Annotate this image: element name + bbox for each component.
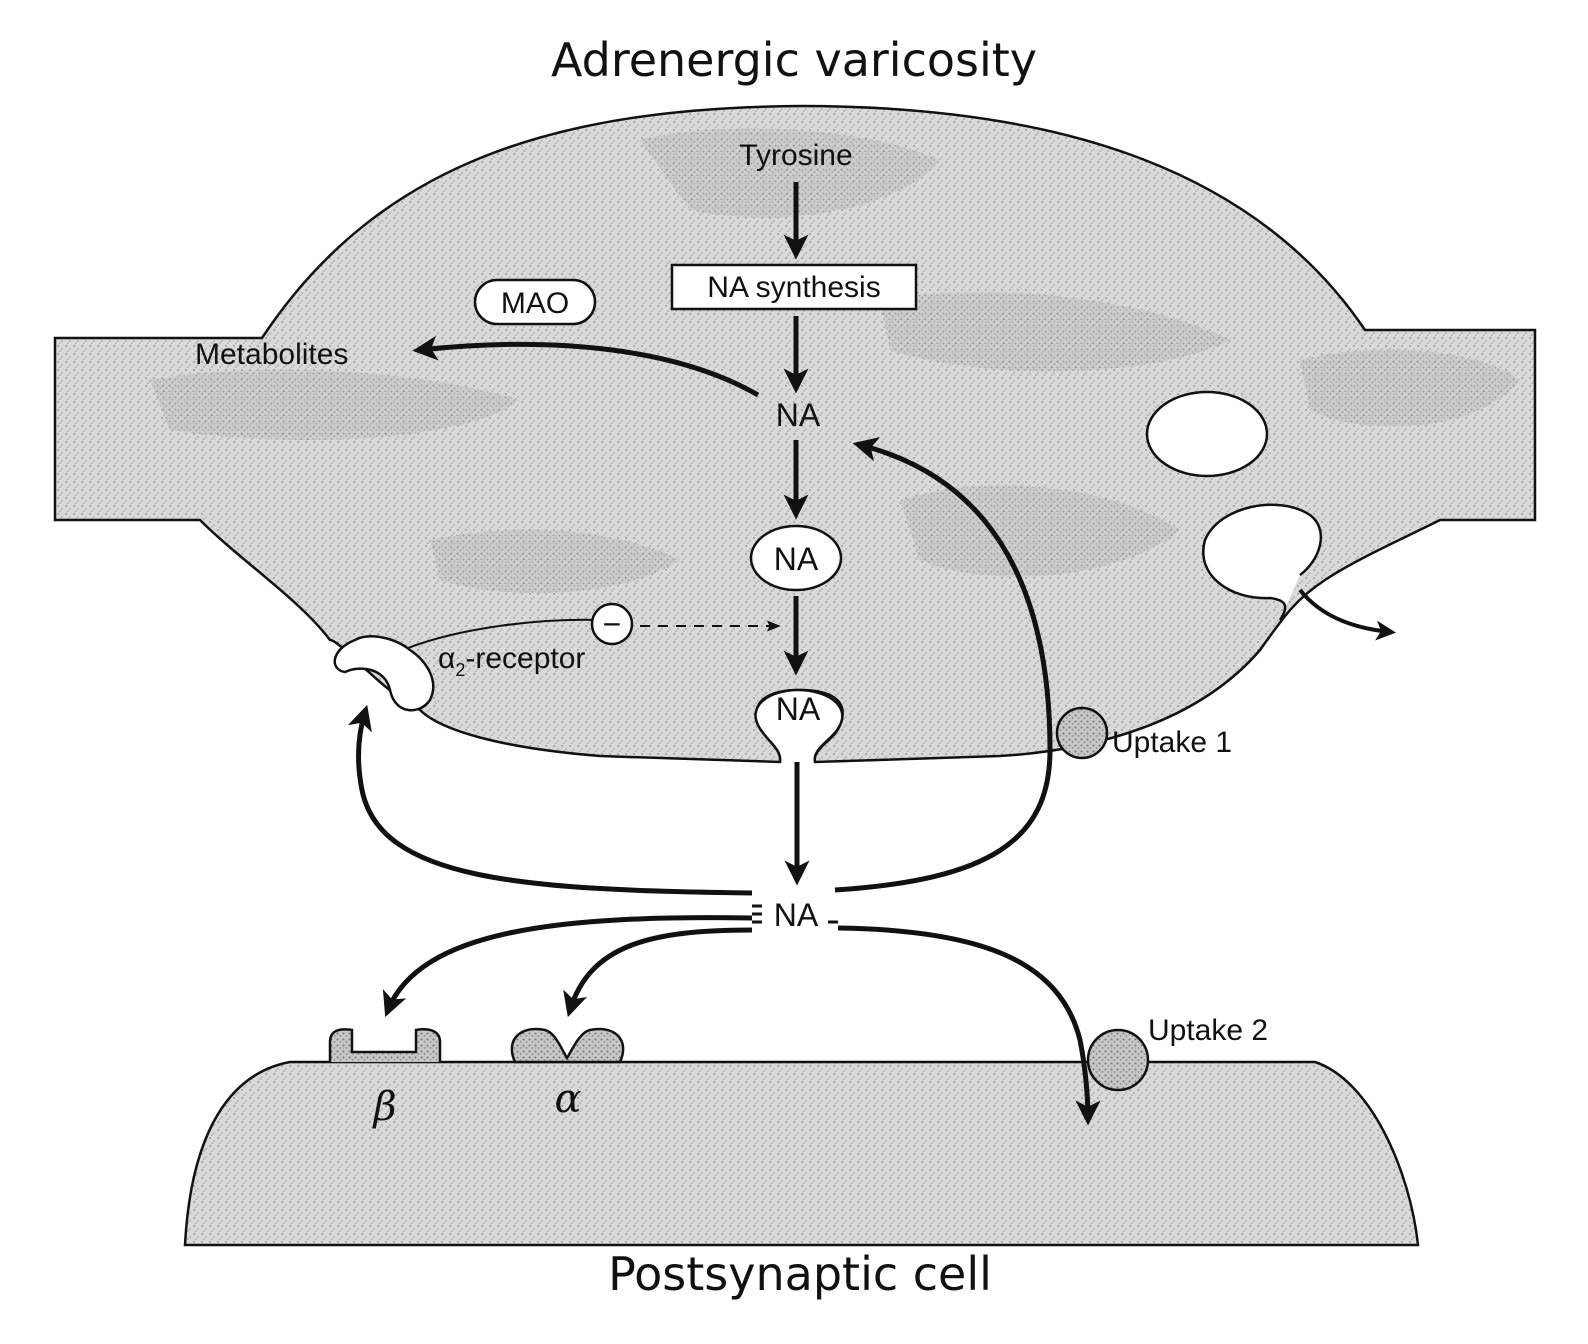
exocytosis-vesicle [1202, 503, 1323, 621]
empty-vesicle [1145, 390, 1269, 478]
metabolites-label: Metabolites [195, 338, 348, 371]
arrow-exocytosis [1298, 588, 1396, 641]
beta-label: β [371, 1084, 396, 1130]
alpha2-suffix: -receptor [465, 642, 585, 675]
arrow-uptake1-to-na [834, 437, 1053, 893]
uptake1-label: Uptake 1 [1112, 726, 1232, 759]
arrow-na-to-metabolites [412, 335, 760, 398]
postsynaptic-membrane [183, 1060, 1420, 1247]
cytoplasm-texture [150, 128, 1520, 594]
postsynaptic-title: Postsynaptic cell [608, 1247, 992, 1301]
alpha2-receptor-shape [333, 635, 435, 712]
na-cytoplasm-label: NA [776, 397, 821, 433]
na-vesicle-1-label: NA [774, 541, 819, 577]
na-synthesis-box [670, 263, 918, 311]
alpha-label: α [554, 1076, 581, 1122]
na-vesicle-2-label: NA [776, 691, 821, 727]
postsynaptic-cell [183, 1027, 1420, 1247]
uptake2-transporter [1086, 1028, 1150, 1092]
tyrosine-label: Tyrosine [739, 139, 852, 172]
alpha-receptor-shape [510, 1027, 625, 1064]
cleft-na-lines [752, 904, 838, 924]
pathway-arrows [347, 182, 1396, 1126]
arrow-na-to-alpha2 [347, 704, 753, 896]
beta-receptor-shape [328, 1028, 442, 1062]
varicosity-title: Adrenergic varicosity [551, 33, 1037, 87]
inhibition-circle [590, 602, 634, 646]
mao-box [473, 278, 597, 326]
na-synaptic-label: NA [774, 897, 819, 933]
alpha2-subscript: 2 [455, 660, 465, 680]
alpha2-symbol: α [438, 642, 455, 675]
na-synthesis-label: NA synthesis [707, 271, 880, 304]
mao-label: MAO [501, 287, 569, 320]
vesicle-na-2 [754, 688, 844, 763]
vesicle-na-1 [749, 524, 843, 592]
varicosity [53, 104, 1537, 764]
uptake1-transporter [1055, 706, 1109, 760]
alpha2-membrane-line [407, 618, 601, 649]
arrow-na-to-alpha [563, 927, 753, 1018]
arrow-na-to-uptake2 [837, 925, 1101, 1126]
inhibition-sign: − [603, 606, 622, 642]
alpha2-receptor-label: α2-receptor [438, 642, 585, 680]
uptake2-label: Uptake 2 [1148, 1014, 1268, 1047]
arrow-na-to-beta [382, 915, 753, 1017]
alpha2-inhibition [590, 602, 781, 646]
